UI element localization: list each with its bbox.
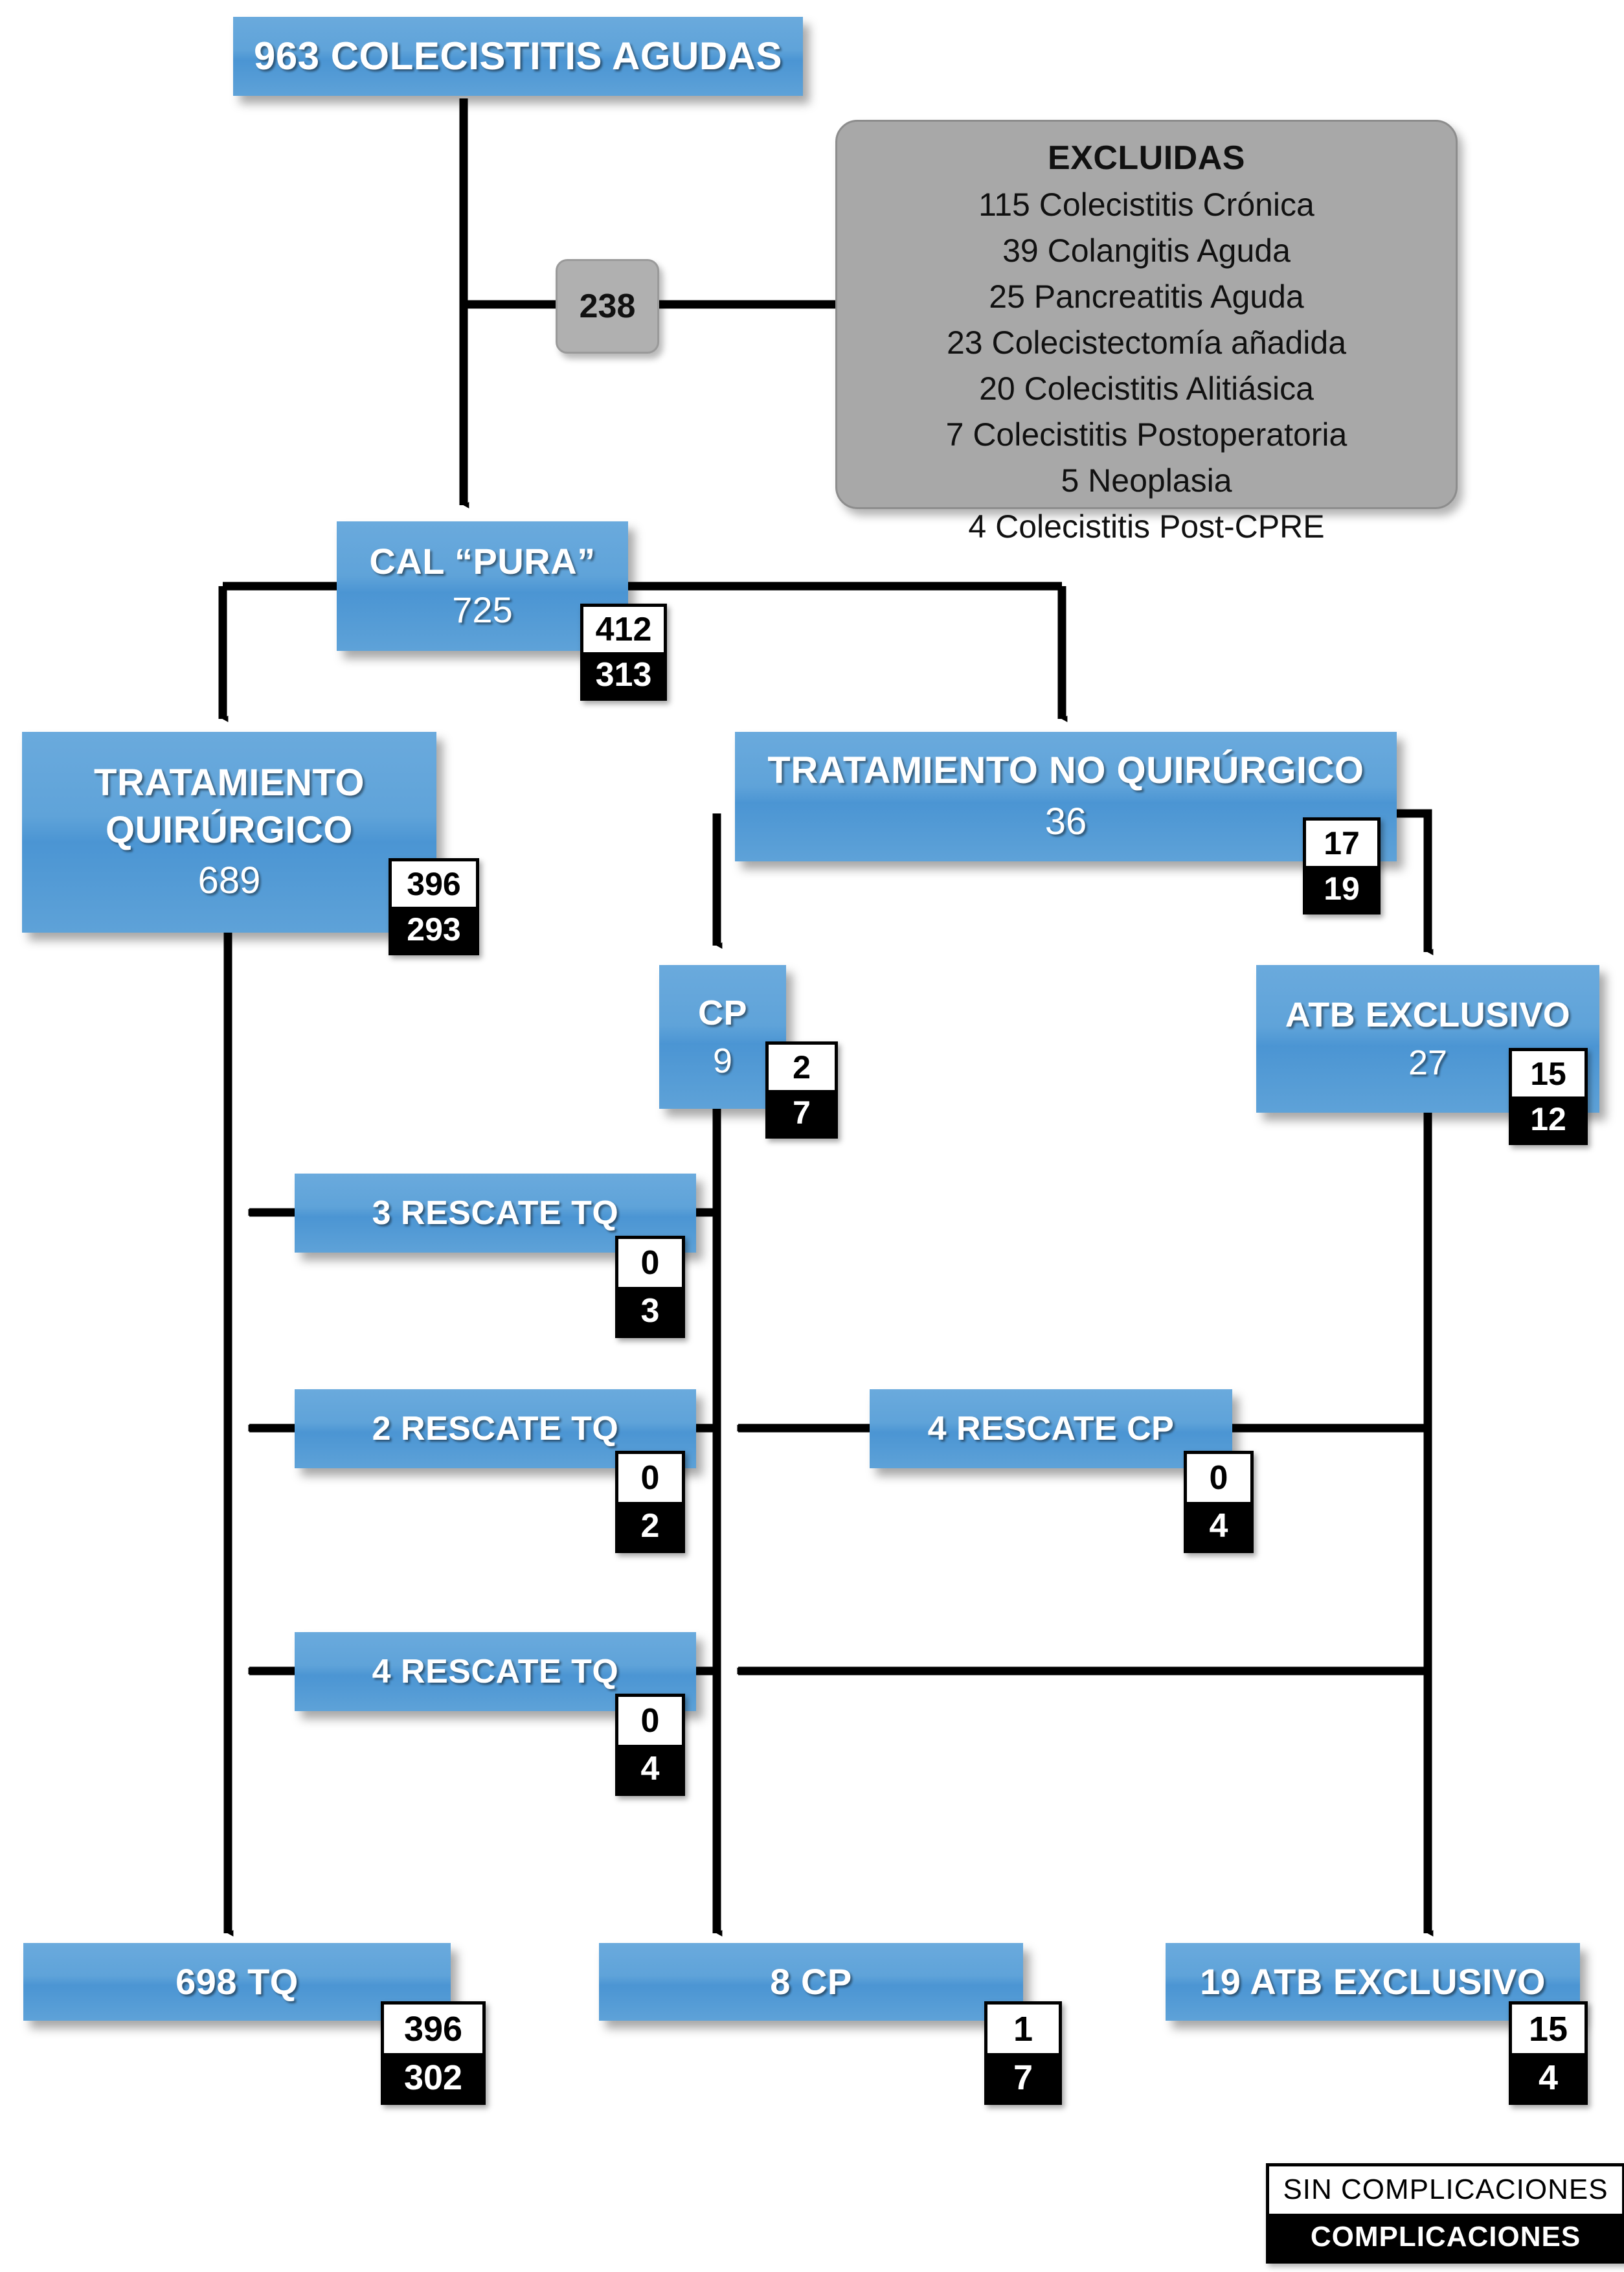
tag-no-complications: 0 xyxy=(618,1697,682,1745)
node-rescue-4-label: 4 RESCATE TQ xyxy=(372,1652,619,1690)
node-surgical-treatment[interactable]: TRATAMIENTO QUIRÚRGICO 689 xyxy=(22,732,436,933)
node-total-cp[interactable]: 8 CP xyxy=(599,1943,1023,2021)
excluded-count-value: 238 xyxy=(579,288,636,325)
node-atb-exclusive-count: 27 xyxy=(1408,1043,1448,1082)
tag-complications: 2 xyxy=(618,1502,682,1550)
tag-no-complications: 17 xyxy=(1306,821,1377,866)
legend-no-complications: SIN COMPLICACIONES xyxy=(1269,2166,1622,2214)
excluded-item: 23 Colecistectomía añadida xyxy=(946,324,1347,361)
outcome-tag-rescue-3: 0 4 xyxy=(1184,1451,1254,1553)
node-rescue-3-label: 4 RESCATE CP xyxy=(927,1409,1175,1448)
tag-complications: 4 xyxy=(618,1745,682,1793)
node-cal-pura-count: 725 xyxy=(452,589,513,630)
node-total-tq[interactable]: 698 TQ xyxy=(23,1943,451,2021)
legend-complications: COMPLICACIONES xyxy=(1269,2213,1622,2260)
tag-no-complications: 0 xyxy=(618,1239,682,1287)
node-cal-pura[interactable]: CAL “PURA” 725 xyxy=(337,521,628,651)
node-total-tq-label: 698 TQ xyxy=(175,1960,299,2002)
node-surgical-treatment-count: 689 xyxy=(197,859,261,902)
excluded-item: 7 Colecistitis Postoperatoria xyxy=(945,416,1348,453)
excluded-item: 39 Colangitis Aguda xyxy=(1002,233,1291,269)
node-rescue-3[interactable]: 4 RESCATE CP xyxy=(870,1389,1232,1468)
node-nonsurgical-treatment-label: TRATAMIENTO NO QUIRÚRGICO xyxy=(767,749,1364,792)
excluded-item: 20 Colecistitis Alitiásica xyxy=(979,370,1314,407)
excluded-item: 4 Colecistitis Post-CPRE xyxy=(968,508,1325,545)
tag-no-complications: 396 xyxy=(384,2005,482,2053)
tag-complications: 4 xyxy=(1512,2053,1585,2102)
outcome-tag-total-atb: 15 4 xyxy=(1509,2001,1588,2105)
legend: SIN COMPLICACIONES COMPLICACIONES xyxy=(1266,2163,1624,2264)
node-rescue-2-label: 2 RESCATE TQ xyxy=(372,1409,619,1448)
tag-complications: 293 xyxy=(392,907,476,952)
outcome-tag-rescue-1: 0 3 xyxy=(615,1236,685,1338)
node-cal-pura-label: CAL “PURA” xyxy=(369,541,596,582)
excluded-item: 25 Pancreatitis Aguda xyxy=(989,278,1304,315)
node-atb-exclusive-label: ATB EXCLUSIVO xyxy=(1285,995,1571,1034)
node-surgical-treatment-label-2: QUIRÚRGICO xyxy=(106,808,353,851)
node-cp-label: CP xyxy=(697,993,747,1032)
node-total-cases[interactable]: 963 COLECISTITIS AGUDAS xyxy=(233,17,803,96)
excluded-count-pill[interactable]: 238 xyxy=(556,259,659,354)
tag-complications: 7 xyxy=(987,2053,1059,2102)
tag-complications: 7 xyxy=(769,1090,835,1135)
node-rescue-2[interactable]: 2 RESCATE TQ xyxy=(295,1389,696,1468)
tag-complications: 302 xyxy=(384,2053,482,2102)
node-nonsurgical-treatment[interactable]: TRATAMIENTO NO QUIRÚRGICO 36 xyxy=(735,732,1397,861)
outcome-tag-rescue-4: 0 4 xyxy=(615,1694,685,1796)
tag-no-complications: 0 xyxy=(618,1454,682,1502)
tag-no-complications: 0 xyxy=(1187,1454,1250,1502)
tag-no-complications: 396 xyxy=(392,861,476,907)
node-surgical-treatment-label-1: TRATAMIENTO xyxy=(94,761,365,804)
node-cp[interactable]: CP 9 xyxy=(659,965,786,1109)
tag-no-complications: 1 xyxy=(987,2005,1059,2053)
node-rescue-1[interactable]: 3 RESCATE TQ xyxy=(295,1174,696,1253)
node-rescue-1-label: 3 RESCATE TQ xyxy=(372,1194,619,1232)
tag-complications: 313 xyxy=(583,652,664,698)
outcome-tag-rescue-2: 0 2 xyxy=(615,1451,685,1553)
outcome-tag-cal-pura: 412 313 xyxy=(580,604,667,701)
node-cp-count: 9 xyxy=(712,1041,733,1080)
tag-no-complications: 15 xyxy=(1512,1051,1585,1096)
outcome-tag-nonsurgical-treatment: 17 19 xyxy=(1303,817,1381,914)
outcome-tag-atb-exclusive: 15 12 xyxy=(1509,1048,1588,1145)
tag-complications: 3 xyxy=(618,1287,682,1335)
node-nonsurgical-treatment-count: 36 xyxy=(1044,801,1087,843)
tag-no-complications: 2 xyxy=(769,1045,835,1090)
outcome-tag-cp: 2 7 xyxy=(765,1041,838,1139)
excluded-box: EXCLUIDAS 115 Colecistitis Crónica 39 Co… xyxy=(835,120,1458,545)
outcome-tag-total-tq: 396 302 xyxy=(381,2001,486,2105)
outcome-tag-total-cp: 1 7 xyxy=(984,2001,1062,2105)
tag-complications: 12 xyxy=(1512,1096,1585,1142)
excluded-item: 5 Neoplasia xyxy=(1061,462,1232,499)
outcome-tag-surgical-treatment: 396 293 xyxy=(389,858,479,955)
node-total-cp-label: 8 CP xyxy=(770,1960,852,2002)
excluded-item: 115 Colecistitis Crónica xyxy=(978,187,1314,223)
tag-no-complications: 15 xyxy=(1512,2005,1585,2053)
excluded-title: EXCLUIDAS xyxy=(1048,139,1245,177)
node-total-atb-label: 19 ATB EXCLUSIVO xyxy=(1200,1960,1546,2002)
tag-complications: 19 xyxy=(1306,866,1377,911)
node-total-cases-label: 963 COLECISTITIS AGUDAS xyxy=(253,34,783,78)
tag-complications: 4 xyxy=(1187,1502,1250,1550)
tag-no-complications: 412 xyxy=(583,607,664,652)
